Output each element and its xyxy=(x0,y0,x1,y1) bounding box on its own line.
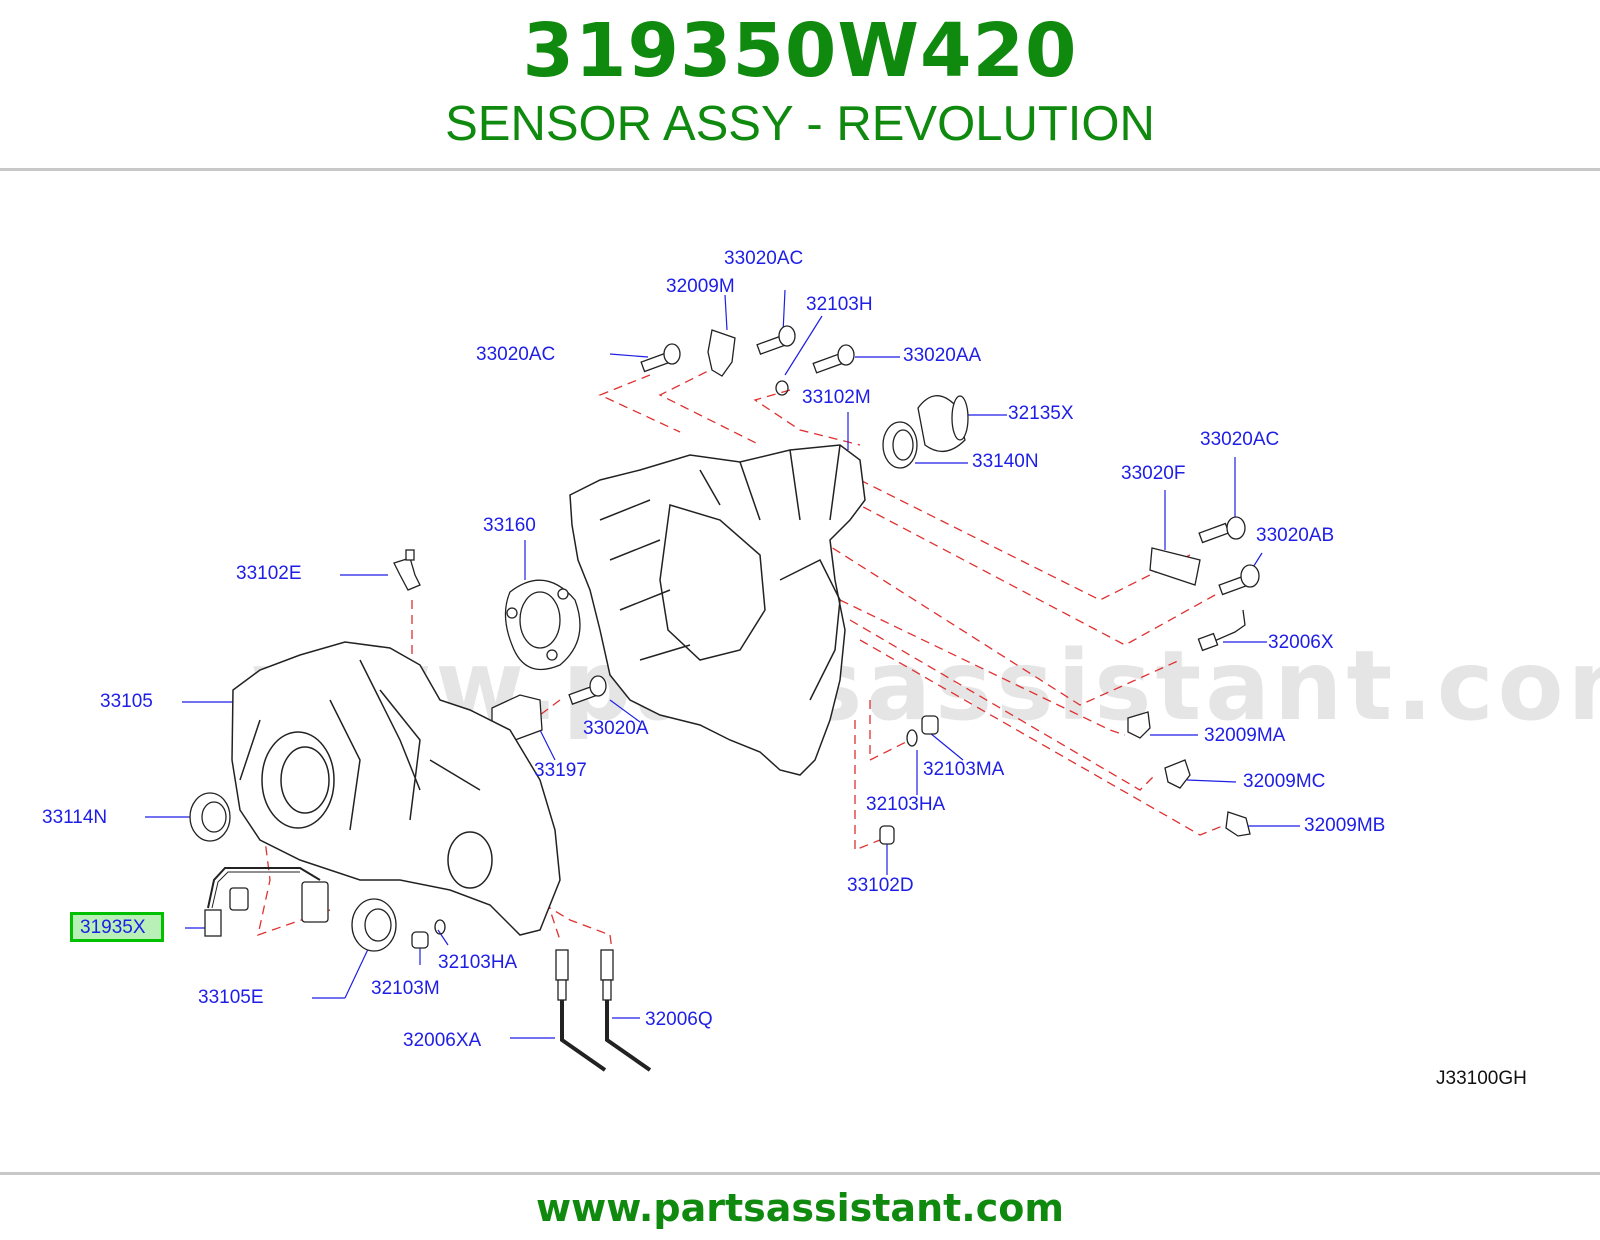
callout-33105e[interactable]: 33105E xyxy=(198,987,264,1008)
bolt-33020ac-top xyxy=(756,325,796,355)
sensor-32006x xyxy=(1197,609,1246,652)
callout-33197[interactable]: 33197 xyxy=(534,760,587,781)
callout-33020ac-right[interactable]: 33020AC xyxy=(1200,429,1280,450)
header-divider xyxy=(0,168,1600,171)
callout-33140n[interactable]: 33140N xyxy=(972,451,1039,472)
leader-lines xyxy=(145,289,1300,1039)
callout-33020ac-left[interactable]: 33020AC xyxy=(476,344,556,365)
sensor-32006q xyxy=(600,949,652,1072)
callout-32009ma[interactable]: 32009MA xyxy=(1204,725,1286,746)
oring-32103h xyxy=(775,380,789,396)
callout-32103ma[interactable]: 32103MA xyxy=(923,759,1005,780)
callout-32103ha-right[interactable]: 32103HA xyxy=(866,794,946,815)
bracket-32009mb xyxy=(1225,811,1251,837)
boot-32135x xyxy=(917,395,969,452)
callout-33160[interactable]: 33160 xyxy=(483,515,536,536)
part-number-title: 319350W420 xyxy=(522,8,1078,94)
tag-33020f xyxy=(1149,547,1201,586)
callout-33020ab[interactable]: 33020AB xyxy=(1256,525,1335,546)
callout-32009m[interactable]: 32009M xyxy=(666,276,735,297)
callout-33020ac-top[interactable]: 33020AC xyxy=(724,248,804,269)
transfer-case-front-housing xyxy=(231,641,561,936)
bolt-33020ac-right xyxy=(1198,516,1246,544)
highlighted-callout-label: 31935X xyxy=(80,917,146,938)
callout-32009mb[interactable]: 32009MB xyxy=(1304,815,1386,836)
bracket-32009mc xyxy=(1164,759,1191,789)
bush-32103ma xyxy=(921,715,939,735)
callout-32006xa[interactable]: 32006XA xyxy=(403,1030,482,1051)
bolt-33020ab xyxy=(1218,564,1260,596)
oring-32103ha-left xyxy=(434,919,446,935)
callout-32009mc[interactable]: 32009MC xyxy=(1243,771,1326,792)
highlighted-callout-31935x[interactable]: 31935X xyxy=(70,912,164,942)
callout-32006x[interactable]: 32006X xyxy=(1268,632,1334,653)
bush-32103m xyxy=(411,931,429,949)
transfer-case-rear-housing xyxy=(569,444,866,776)
page-header: 319350W420 SENSOR ASSY - REVOLUTION xyxy=(0,0,1600,168)
oring-32103ha-right xyxy=(906,729,918,747)
footer-divider xyxy=(0,1172,1600,1175)
callout-33020a[interactable]: 33020A xyxy=(583,718,649,739)
callout-33102m[interactable]: 33102M xyxy=(802,387,871,408)
revolution-sensor-31935x xyxy=(204,867,329,937)
bracket-32009m xyxy=(707,329,736,377)
pin-33102d xyxy=(879,825,895,845)
callout-32103ha-left[interactable]: 32103HA xyxy=(438,952,518,973)
bolt-33020ac-left xyxy=(640,343,681,373)
callout-32103m[interactable]: 32103M xyxy=(371,978,440,999)
seal-33114n xyxy=(189,792,231,842)
callout-33114n[interactable]: 33114N xyxy=(42,807,108,828)
callout-33020f[interactable]: 33020F xyxy=(1121,463,1186,484)
breather-33102e xyxy=(393,549,421,591)
diagram-code: J33100GH xyxy=(1436,1068,1527,1089)
bracket-32009ma xyxy=(1127,711,1151,739)
part-name-subtitle: SENSOR ASSY - REVOLUTION xyxy=(445,97,1155,151)
callout-33102e[interactable]: 33102E xyxy=(236,563,302,584)
seal-33140n xyxy=(882,421,918,469)
callout-32006q[interactable]: 32006Q xyxy=(645,1009,713,1030)
gasket-33160 xyxy=(504,579,581,671)
callout-33102d[interactable]: 33102D xyxy=(847,875,914,896)
bolt-33020a xyxy=(568,675,607,705)
footer-url[interactable]: www.partsassistant.com xyxy=(536,1186,1064,1230)
callout-33105[interactable]: 33105 xyxy=(100,691,153,712)
callout-33020aa[interactable]: 33020AA xyxy=(903,345,982,366)
callout-32103h[interactable]: 32103H xyxy=(806,294,873,315)
sensor-32006xa xyxy=(555,949,607,1072)
seal-33105e xyxy=(351,898,397,952)
bolt-33020aa xyxy=(812,344,855,374)
callout-32135x[interactable]: 32135X xyxy=(1008,403,1074,424)
